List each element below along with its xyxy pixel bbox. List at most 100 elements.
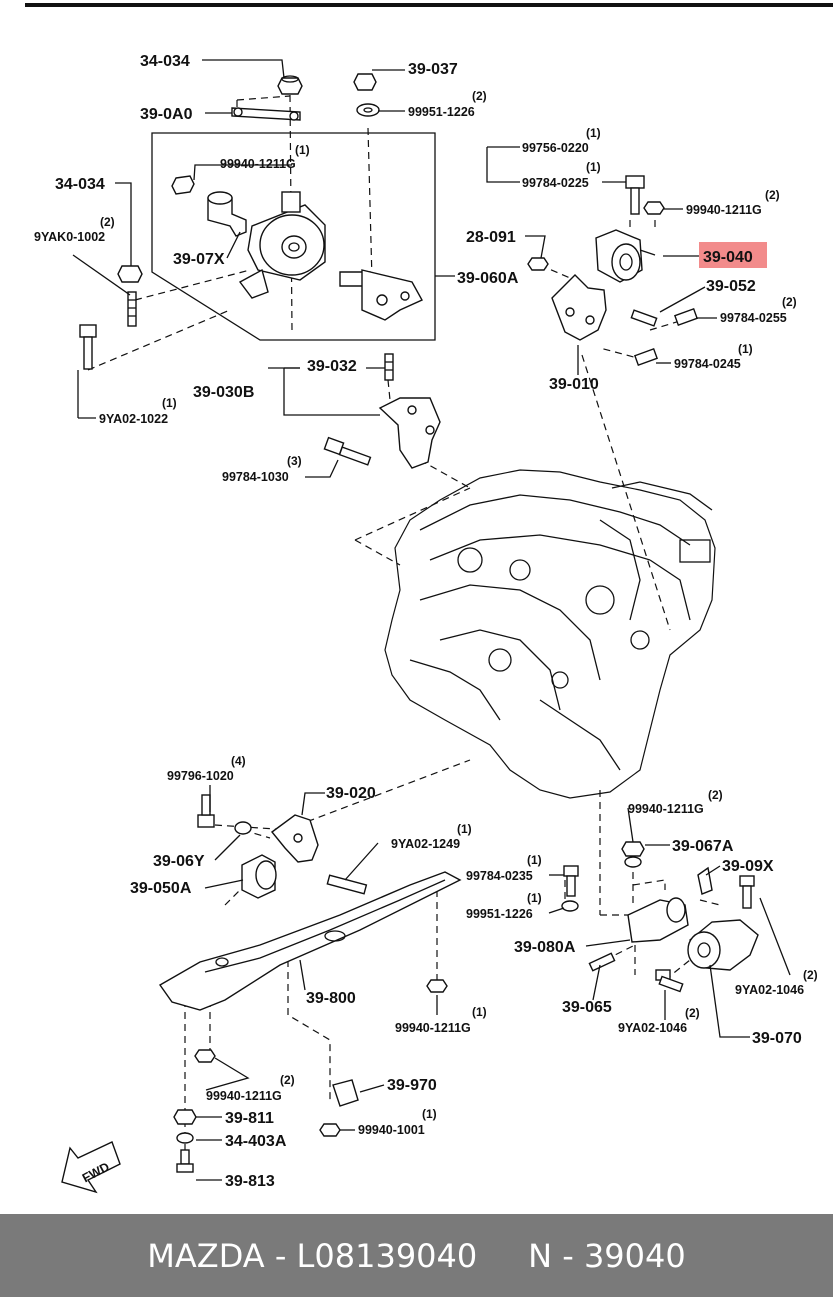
- part-number-footer: MAZDA - L08139040 N - 39040: [0, 1214, 833, 1297]
- cap-39-07x: [207, 191, 247, 237]
- part-label-39-09x: 39-09X: [722, 858, 774, 875]
- nut-39-811: [173, 1109, 197, 1125]
- highlight-box: [699, 242, 767, 268]
- mount-assembly-box: [151, 132, 436, 341]
- part-label-99940-1001: 99940-1001: [358, 1123, 425, 1137]
- nut-99940-lower: [194, 1049, 216, 1063]
- footer-gap: [477, 1237, 528, 1275]
- part-label-99940-right-top: 99940-1211G: [686, 203, 762, 217]
- bolt-9ya02-1046-lower: [655, 969, 684, 993]
- part-label-99940-right-lower: 99940-1211G: [628, 802, 704, 816]
- part-label-99784-0225: 99784-0225: [522, 176, 589, 190]
- qty-99940-1001: (1): [422, 1107, 437, 1121]
- qty-9ya02-1249: (1): [457, 822, 472, 836]
- qty-99784-0225: (1): [586, 160, 601, 174]
- part-label-39-813: 39-813: [225, 1173, 275, 1190]
- nut-99940-1001: [319, 1123, 341, 1137]
- part-label-99951-top: 99951-1226: [408, 105, 475, 119]
- qty-9ya02-1046-lower: (2): [685, 1006, 700, 1020]
- qty-99784-0255: (2): [782, 295, 797, 309]
- bracket-39-030b: [378, 397, 441, 469]
- part-label-39-070: 39-070: [752, 1030, 802, 1047]
- part-label-39-040: 39-040: [703, 249, 753, 266]
- part-label-39-060a: 39-060A: [457, 270, 519, 287]
- part-label-39-065: 39-065: [562, 999, 612, 1016]
- qty-99940-crossmember: (1): [472, 1005, 487, 1019]
- bracket-39-010: [551, 274, 607, 341]
- part-label-39-080a: 39-080A: [514, 939, 576, 956]
- mount-39-070: [687, 919, 759, 971]
- part-label-34-034-top: 34-034: [140, 53, 190, 70]
- footer-brand: MAZDA: [147, 1236, 265, 1275]
- part-label-28-091: 28-091: [466, 229, 516, 246]
- qty-99951-lower: (1): [527, 891, 542, 905]
- qty-99756: (1): [586, 126, 601, 140]
- qty-9ya02-1046-right: (2): [803, 968, 818, 982]
- part-label-39-067a: 39-067A: [672, 838, 734, 855]
- part-label-99940-lower: 99940-1211G: [206, 1089, 282, 1103]
- part-label-39-811: 39-811: [225, 1110, 274, 1127]
- qty-9ya02-1022: (1): [162, 396, 177, 410]
- bolt-39-052: [630, 309, 658, 327]
- part-label-39-032: 39-032: [307, 358, 357, 375]
- bolt-39-065: [588, 952, 616, 972]
- bolt-9ya02-1046-right: [739, 875, 755, 909]
- bracket-39-970: [332, 1079, 359, 1107]
- part-label-99940-box: 99940-1211G: [220, 157, 296, 171]
- stay-39-0a0: [231, 107, 301, 121]
- bolt-9ya02-1249: [326, 874, 368, 895]
- part-label-9ya02-1022: 9YA02-1022: [99, 412, 168, 426]
- part-label-99784-0245: 99784-0245: [674, 357, 741, 371]
- part-label-9ya02-1249: 9YA02-1249: [391, 837, 460, 851]
- qty-99784-0235: (1): [527, 853, 542, 867]
- part-label-39-07x: 39-07X: [173, 251, 225, 268]
- bracket-39-060a: [339, 269, 423, 321]
- parts-diagram: FWD 34-034 39-037 (2) 99951-1226 39-0A0 …: [25, 3, 833, 1194]
- bolt-99796-1020: [197, 794, 215, 828]
- washer-99951-top: [356, 103, 380, 117]
- qty-99951-top: (2): [472, 89, 487, 103]
- part-label-39-050a: 39-050A: [130, 880, 192, 897]
- mount-39-050a: [241, 854, 277, 899]
- qty-99940-right-top: (2): [765, 188, 780, 202]
- washer-39-06y: [234, 821, 252, 835]
- engine-mount-rubber: [238, 191, 326, 299]
- bolt-9ya02-1022: [79, 324, 97, 370]
- footer-separator: -: [264, 1236, 297, 1275]
- part-label-99796: 99796-1020: [167, 769, 234, 783]
- mount-39-040: [595, 229, 656, 283]
- bolt-99784-0225: [625, 175, 645, 215]
- part-label-39-052: 39-052: [706, 278, 756, 295]
- qty-99940-lower: (2): [280, 1073, 295, 1087]
- part-label-39-037: 39-037: [408, 61, 458, 78]
- part-label-9ya02-1046-lower: 9YA02-1046: [618, 1021, 687, 1035]
- bolt-99784-0255: [673, 307, 699, 327]
- part-label-99784-0255: 99784-0255: [720, 311, 787, 325]
- leader-lines: [72, 59, 791, 1181]
- part-label-39-030b: 39-030B: [193, 384, 254, 401]
- fwd-arrow-icon: FWD: [61, 1141, 121, 1194]
- part-label-39-020: 39-020: [326, 785, 376, 802]
- parts-diagram-svg: FWD 34-034 39-037 (2) 99951-1226 39-0A0 …: [25, 3, 833, 1194]
- washer-34-403a: [176, 1132, 194, 1144]
- part-label-9ya02-1046-right: 9YA02-1046: [735, 983, 804, 997]
- part-label-99756: 99756-0220: [522, 141, 589, 155]
- qty-99940-box: (1): [295, 143, 310, 157]
- qty-99784-0245: (1): [738, 342, 753, 356]
- part-label-39-010: 39-010: [549, 376, 599, 393]
- bolt-99784-1030: [323, 436, 372, 466]
- qty-9yak0: (2): [100, 215, 115, 229]
- nut-34-034-top: [277, 75, 303, 95]
- qty-99796: (4): [231, 754, 246, 768]
- qty-99784-1030: (3): [287, 454, 302, 468]
- bolt-99784-0235: [563, 865, 579, 897]
- part-label-99951-lower: 99951-1226: [466, 907, 533, 921]
- part-labels: 34-034 39-037 (2) 99951-1226 39-0A0 (1) …: [34, 53, 818, 1190]
- footer-part-number: L08139040: [296, 1236, 478, 1275]
- part-label-39-06y: 39-06Y: [153, 853, 205, 870]
- part-label-99940-crossmember: 99940-1211G: [395, 1021, 471, 1035]
- bolt-39-813: [176, 1149, 194, 1173]
- bracket-39-080a: [627, 897, 689, 943]
- stud-9yak0: [127, 291, 137, 327]
- bolt-99784-0245: [633, 347, 659, 367]
